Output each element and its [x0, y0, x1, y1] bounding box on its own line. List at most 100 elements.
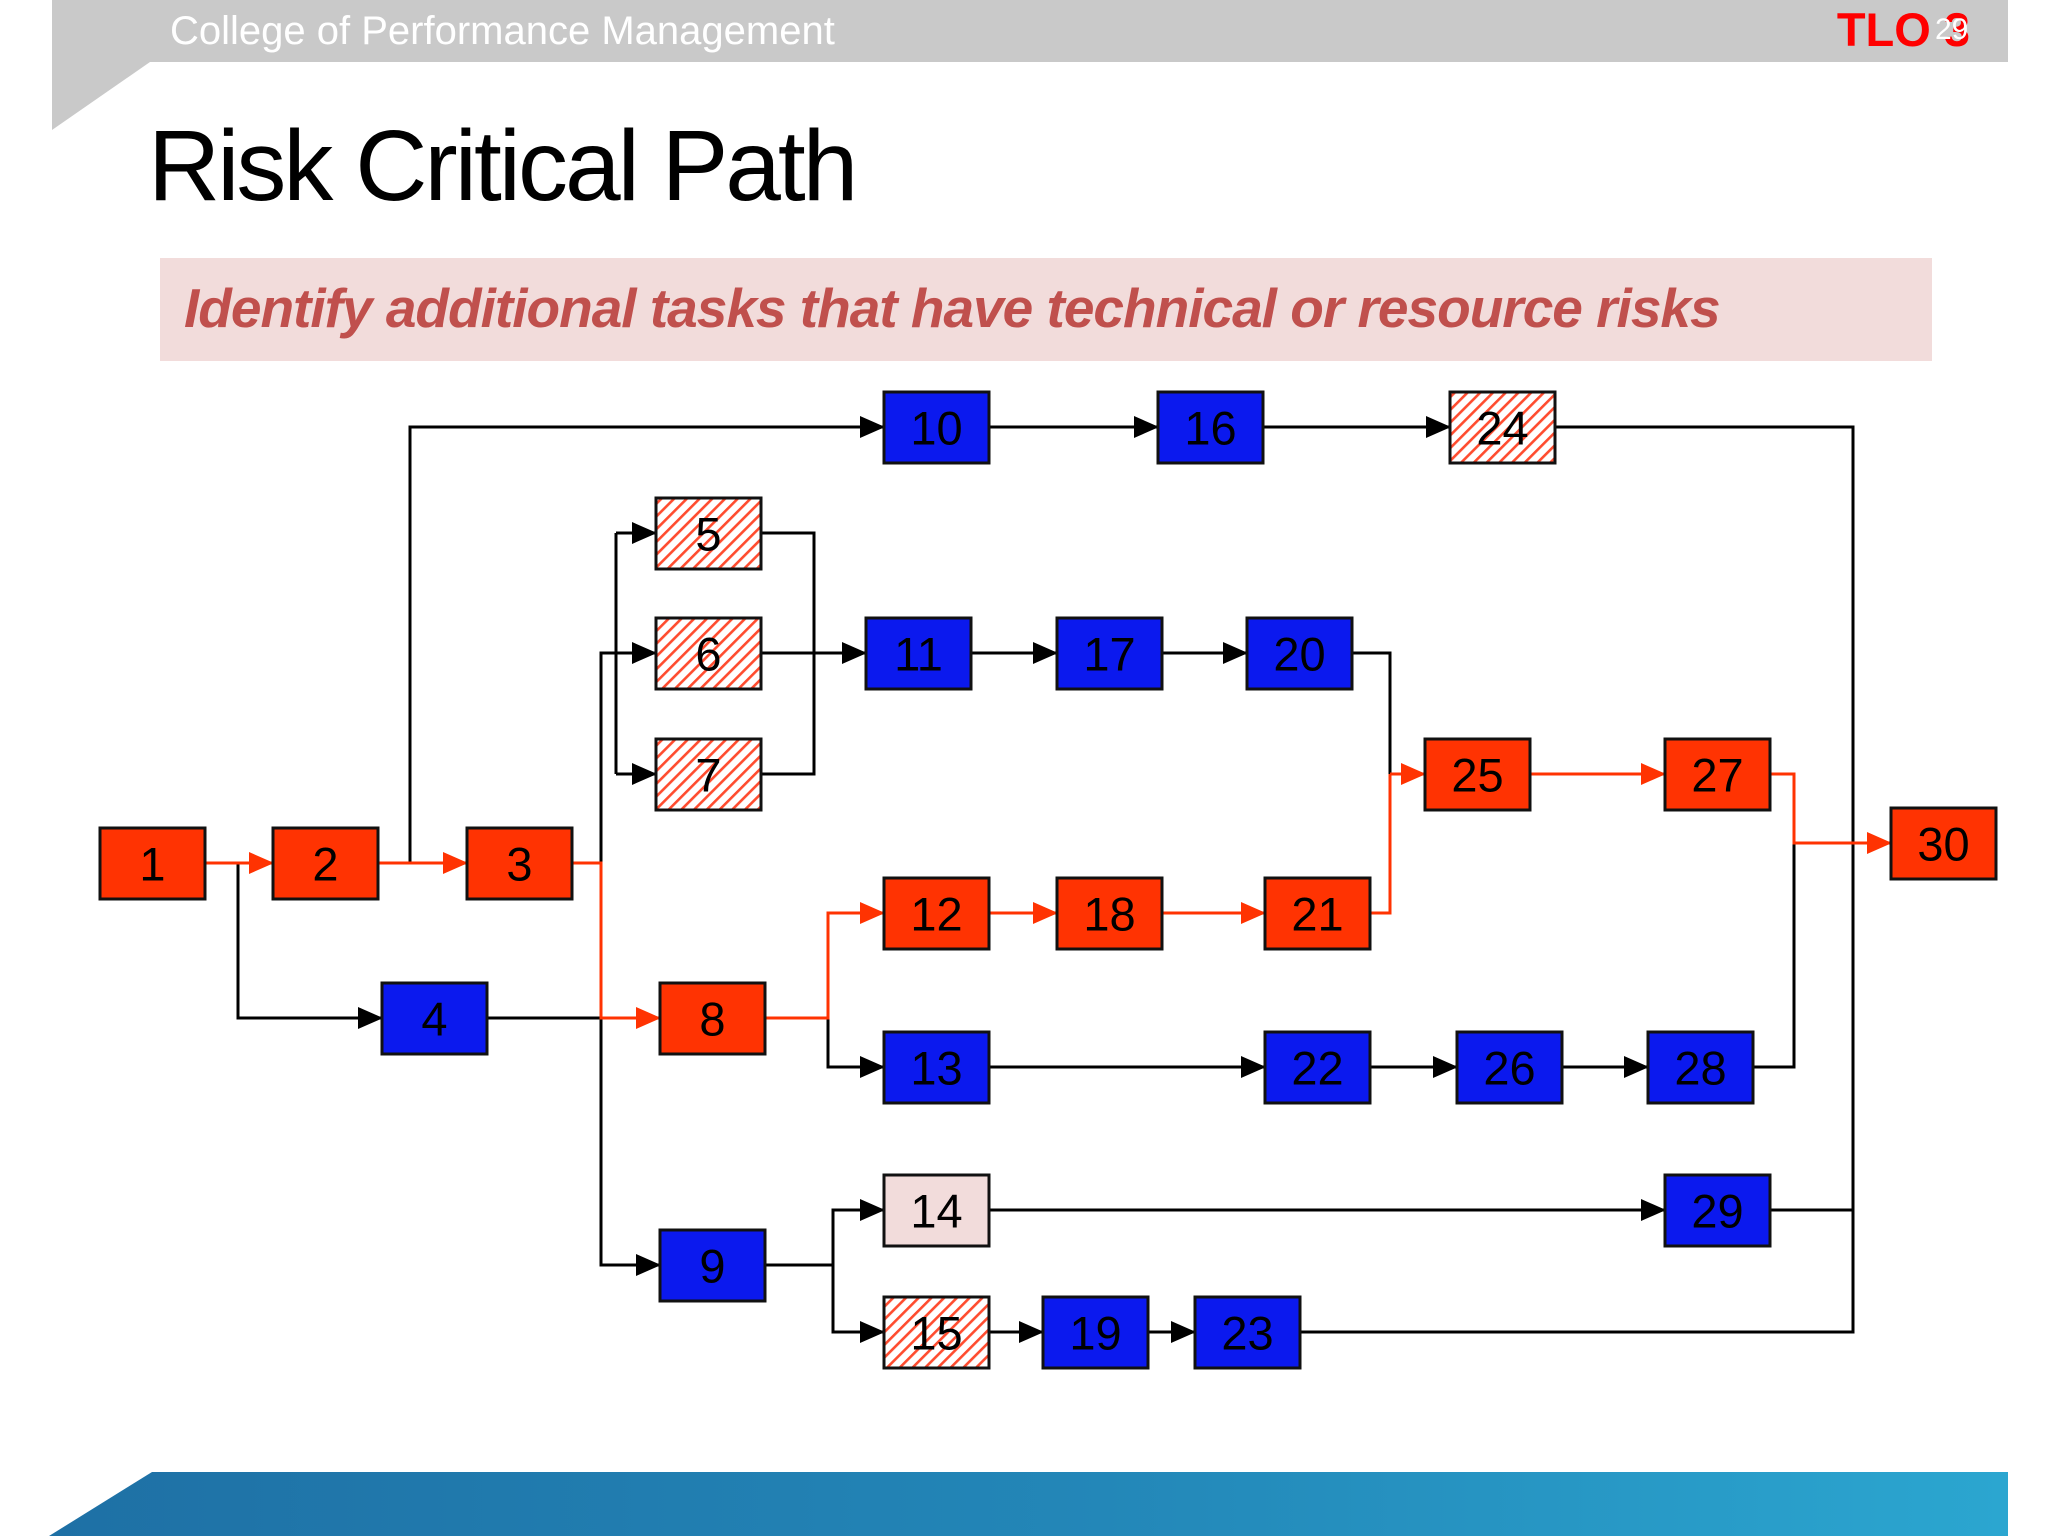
task-node-rect-22 [1263, 1030, 1372, 1105]
task-node-14: 14 [882, 1173, 991, 1248]
task-node-rect-13 [882, 1030, 991, 1105]
task-node-label-2: 2 [312, 838, 338, 891]
task-node-30: 30 [1889, 806, 1998, 881]
task-node-label-15: 15 [910, 1307, 962, 1360]
task-node-rect-19 [1041, 1295, 1150, 1370]
task-node-label-12: 12 [910, 888, 962, 941]
task-node-rect-4 [380, 981, 489, 1056]
task-node-rect-27 [1663, 737, 1772, 812]
task-node-1: 1 [98, 826, 207, 901]
task-node-label-14: 14 [910, 1185, 962, 1238]
task-node-rect-7 [654, 737, 763, 812]
task-node-6: 6 [654, 616, 763, 691]
task-node-label-18: 18 [1083, 888, 1135, 941]
edge-9-14 [831, 1199, 885, 1265]
task-node-label-22: 22 [1291, 1042, 1343, 1095]
task-node-17: 17 [1055, 616, 1164, 691]
task-node-13: 13 [882, 1030, 991, 1105]
task-node-label-17: 17 [1083, 628, 1135, 681]
instruction-banner: Identify additional tasks that have tech… [160, 258, 1932, 361]
task-node-label-20: 20 [1273, 628, 1325, 681]
edge-20-25-merge [1352, 651, 1392, 774]
task-node-label-29: 29 [1691, 1185, 1743, 1238]
task-node-15: 15 [882, 1295, 991, 1370]
edge-3-8 [572, 861, 661, 1029]
task-node-label-21: 21 [1291, 888, 1343, 941]
edge-1-4 [236, 863, 383, 1029]
task-node-25: 25 [1423, 737, 1532, 812]
task-node-11: 11 [864, 616, 973, 691]
edge-21-25-merge [1370, 774, 1392, 915]
task-node-12: 12 [882, 876, 991, 951]
task-node-rect-1 [98, 826, 207, 901]
task-node-rect-2 [271, 826, 380, 901]
task-node-29: 29 [1663, 1173, 1772, 1248]
edge-28-30-merge [1753, 843, 1796, 1069]
task-node-rect-6 [654, 616, 763, 691]
task-node-22: 22 [1263, 1030, 1372, 1105]
task-node-label-25: 25 [1451, 749, 1503, 802]
task-node-rect-21 [1263, 876, 1372, 951]
task-node-label-4: 4 [421, 993, 447, 1046]
edge-7-11-merge [761, 653, 816, 776]
task-node-label-9: 9 [699, 1240, 725, 1293]
task-node-24: 24 [1448, 390, 1557, 465]
edge-3-6 [599, 642, 657, 863]
task-node-10: 10 [882, 390, 991, 465]
footer-organization: College of Performance Management [170, 9, 835, 53]
edge-8-12 [765, 902, 885, 1020]
task-node-label-23: 23 [1221, 1307, 1273, 1360]
task-node-3: 3 [465, 826, 574, 901]
task-node-rect-17 [1055, 616, 1164, 691]
task-node-rect-28 [1646, 1030, 1755, 1105]
task-node-label-19: 19 [1069, 1307, 1121, 1360]
task-node-rect-20 [1245, 616, 1354, 691]
task-node-label-26: 26 [1483, 1042, 1535, 1095]
task-node-label-27: 27 [1691, 749, 1743, 802]
task-node-rect-25 [1423, 737, 1532, 812]
task-node-rect-11 [864, 616, 973, 691]
task-node-rect-23 [1193, 1295, 1302, 1370]
task-node-label-28: 28 [1674, 1042, 1726, 1095]
task-node-28: 28 [1646, 1030, 1755, 1105]
task-node-rect-3 [465, 826, 574, 901]
task-node-rect-24 [1448, 390, 1557, 465]
edge-3-9 [599, 1018, 661, 1276]
task-node-21: 21 [1263, 876, 1372, 951]
task-node-label-16: 16 [1184, 402, 1236, 455]
edge-2-10 [408, 416, 885, 863]
task-node-rect-9 [658, 1228, 767, 1303]
edge-27-30 [1770, 772, 1892, 854]
task-node-label-24: 24 [1476, 402, 1528, 455]
edge-5-11-merge [761, 531, 816, 653]
task-node-label-11: 11 [894, 628, 943, 681]
task-node-rect-14 [882, 1173, 991, 1248]
task-node-label-10: 10 [910, 402, 962, 455]
page-number: 29 [1935, 13, 1969, 46]
task-node-label-5: 5 [695, 508, 721, 561]
task-node-23: 23 [1193, 1295, 1302, 1370]
edge-23-30-merge [1300, 843, 1855, 1334]
edge-24-30-merge [1555, 425, 1855, 843]
task-node-label-8: 8 [699, 993, 725, 1046]
task-node-rect-5 [654, 496, 763, 571]
task-node-rect-18 [1055, 876, 1164, 951]
task-node-19: 19 [1041, 1295, 1150, 1370]
task-node-label-6: 6 [695, 628, 721, 681]
task-node-2: 2 [271, 826, 380, 901]
task-node-26: 26 [1455, 1030, 1564, 1105]
task-node-label-13: 13 [910, 1042, 962, 1095]
task-node-rect-12 [882, 876, 991, 951]
task-node-20: 20 [1245, 616, 1354, 691]
task-node-rect-16 [1156, 390, 1265, 465]
task-node-7: 7 [654, 737, 763, 812]
edge-8-13 [826, 1018, 885, 1078]
task-node-label-7: 7 [695, 749, 721, 802]
slide-title: Risk Critical Path [148, 110, 858, 222]
task-node-rect-29 [1663, 1173, 1772, 1248]
task-node-8: 8 [658, 981, 767, 1056]
task-node-16: 16 [1156, 390, 1265, 465]
task-node-27: 27 [1663, 737, 1772, 812]
